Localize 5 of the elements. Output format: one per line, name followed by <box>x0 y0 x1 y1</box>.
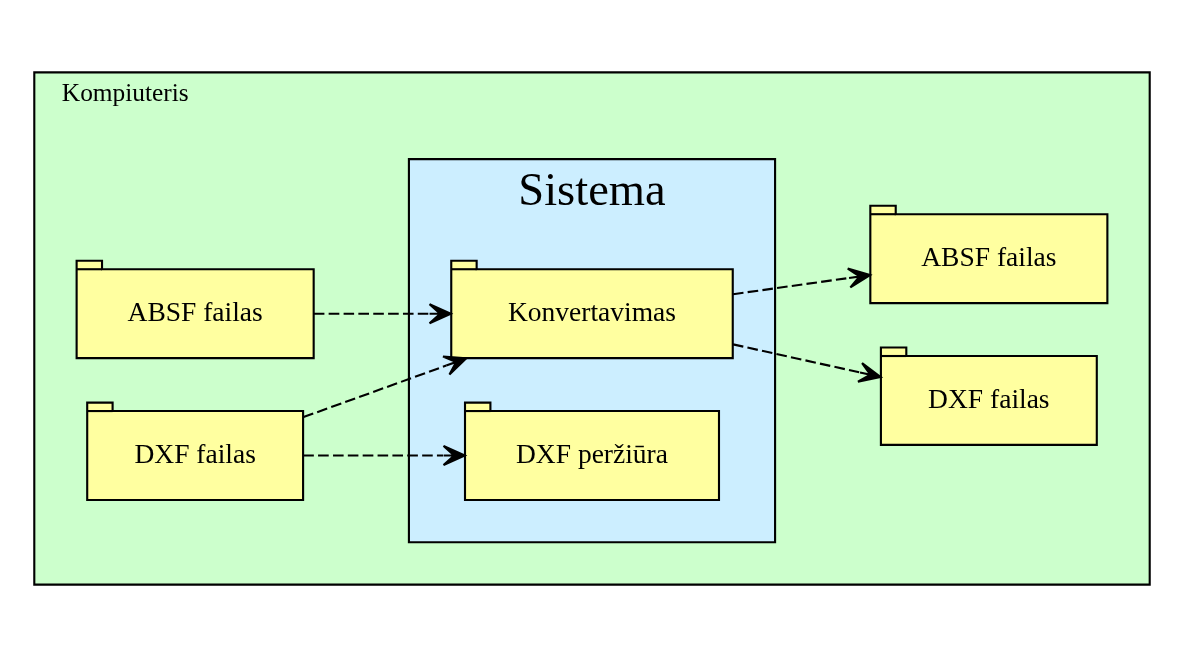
arrow <box>732 343 882 383</box>
arrow <box>732 267 872 296</box>
arrow <box>303 444 466 467</box>
arrow <box>303 355 468 419</box>
arrow <box>314 303 452 325</box>
